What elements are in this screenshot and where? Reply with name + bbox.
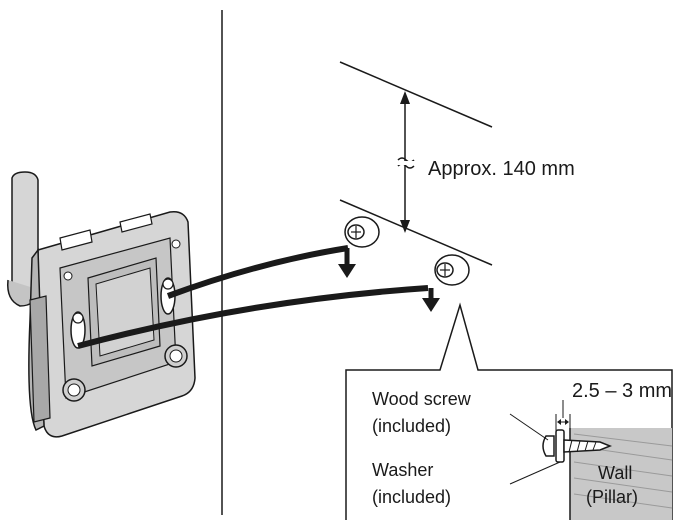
washer-icon — [555, 429, 565, 463]
upper-guide-line — [339, 61, 493, 128]
arrow-down-icon — [422, 288, 440, 312]
wood-screw-sublabel: (included) — [372, 416, 451, 436]
wall-label: Wall — [598, 463, 632, 483]
washer-label: Washer — [372, 460, 433, 480]
washer-sublabel: (included) — [372, 487, 451, 507]
dimension-arrow — [397, 91, 415, 233]
projection-line-lower — [77, 285, 429, 349]
washer-leader — [509, 461, 561, 485]
wood-screw-label: Wood screw — [372, 389, 472, 409]
screw-icon — [344, 216, 380, 248]
screw-icon — [434, 254, 470, 286]
lower-guide-line — [339, 199, 493, 266]
wood-screw-leader — [509, 413, 549, 441]
wall-mount-device-icon — [7, 171, 196, 438]
projection-line-upper — [166, 245, 349, 299]
arrow-down-icon — [338, 248, 356, 278]
keyhole-slot-icon — [70, 311, 86, 349]
gap-label: 2.5 – 3 mm — [572, 380, 672, 402]
screw-icon — [542, 435, 613, 457]
dimension-label: Approx. 140 mm — [428, 158, 575, 180]
wall-sublabel: (Pillar) — [586, 487, 638, 507]
gap-dimension — [555, 400, 571, 432]
